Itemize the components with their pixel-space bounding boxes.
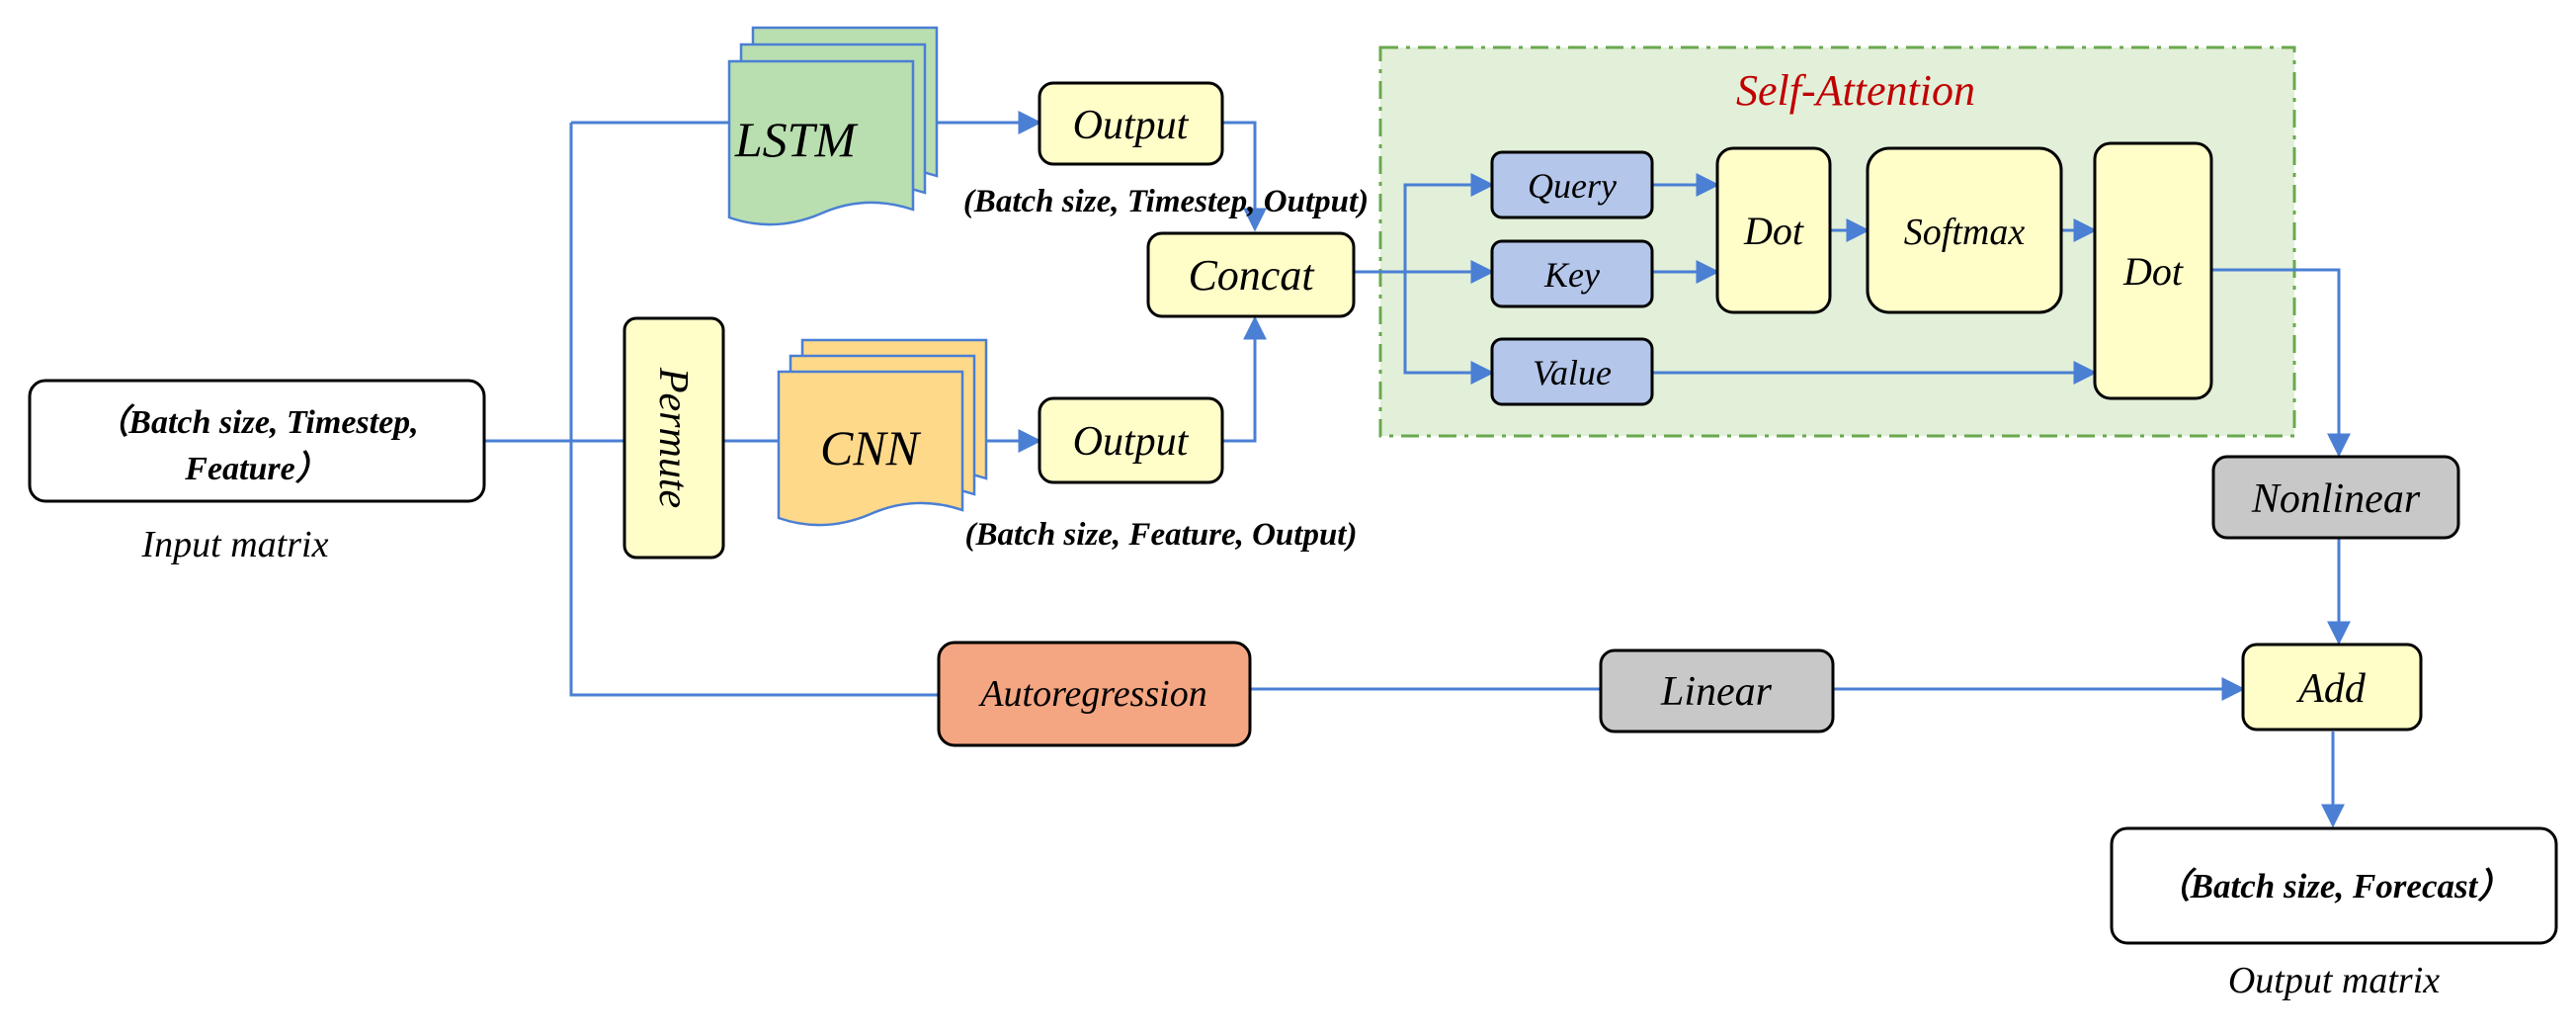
input-matrix-label: （Batch size, Timestep, bbox=[95, 403, 418, 441]
lstm-output-node: Output bbox=[1038, 81, 1224, 166]
linear-node: Linear bbox=[1599, 648, 1835, 733]
dot-label: Dot bbox=[1743, 209, 1804, 253]
connector-lstm-output-to-concat bbox=[1222, 121, 1267, 232]
add-label: Add bbox=[2295, 666, 2367, 712]
concat-label: Concat bbox=[1188, 251, 1315, 300]
output-matrix-node: （Batch size, Forecast） bbox=[2110, 826, 2558, 945]
permute-node: Permute bbox=[623, 316, 725, 560]
lstm-output-label: Output bbox=[1073, 103, 1190, 148]
cnn-shape-label: (Batch size, Feature, Output) bbox=[965, 517, 1358, 553]
lstm-shape-label: (Batch size, Timestep, Output) bbox=[963, 184, 1369, 219]
cnn-label: CNN bbox=[820, 420, 922, 475]
dot2-node: Dot bbox=[2093, 141, 2213, 400]
key-label: Key bbox=[1543, 255, 1600, 295]
connector-concat-to-value bbox=[1403, 272, 1495, 385]
query-label: Query bbox=[1528, 166, 1617, 206]
value-node: Value bbox=[1490, 337, 1654, 406]
connector-cnn-output-to-concat bbox=[1222, 315, 1267, 443]
output-matrix-caption: Output matrix bbox=[2228, 960, 2440, 1001]
dot-node: Dot bbox=[1715, 146, 1832, 314]
linear-label: Linear bbox=[1660, 669, 1773, 715]
concat-node: Concat bbox=[1146, 231, 1356, 318]
softmax-label: Softmax bbox=[1904, 212, 2026, 253]
input-matrix-node: （Batch size, Timestep, Feature） bbox=[28, 379, 486, 503]
query-node: Query bbox=[1490, 150, 1654, 219]
autoregression-node: Autoregression bbox=[937, 641, 1252, 747]
nonlinear-label: Nonlinear bbox=[2251, 476, 2421, 522]
input-matrix-caption: Input matrix bbox=[141, 524, 329, 565]
dot2-label: Dot bbox=[2122, 249, 2184, 294]
autoregression-label: Autoregression bbox=[977, 673, 1206, 715]
connector-branch-bus bbox=[569, 123, 939, 697]
connectors bbox=[484, 111, 2351, 828]
cnn-output-node: Output bbox=[1038, 396, 1224, 484]
output-matrix-label: （Batch size, Forecast） bbox=[2156, 867, 2513, 905]
add-node: Add bbox=[2241, 643, 2423, 732]
key-node: Key bbox=[1490, 239, 1654, 308]
lstm-label: LSTM bbox=[734, 112, 859, 167]
input-matrix-label-line2: Feature） bbox=[184, 450, 328, 487]
connector-dot2-to-nonlinear bbox=[2211, 268, 2351, 458]
self-attention-title: Self-Attention bbox=[1736, 66, 1975, 115]
permute-label: Permute bbox=[650, 367, 696, 508]
softmax-node: Softmax bbox=[1866, 146, 2063, 314]
nonlinear-node: Nonlinear bbox=[2211, 455, 2460, 540]
cnn-node: CNN bbox=[777, 338, 988, 527]
cnn-output-label: Output bbox=[1073, 419, 1190, 465]
value-label: Value bbox=[1533, 353, 1612, 392]
lstm-node: LSTM bbox=[727, 26, 939, 226]
